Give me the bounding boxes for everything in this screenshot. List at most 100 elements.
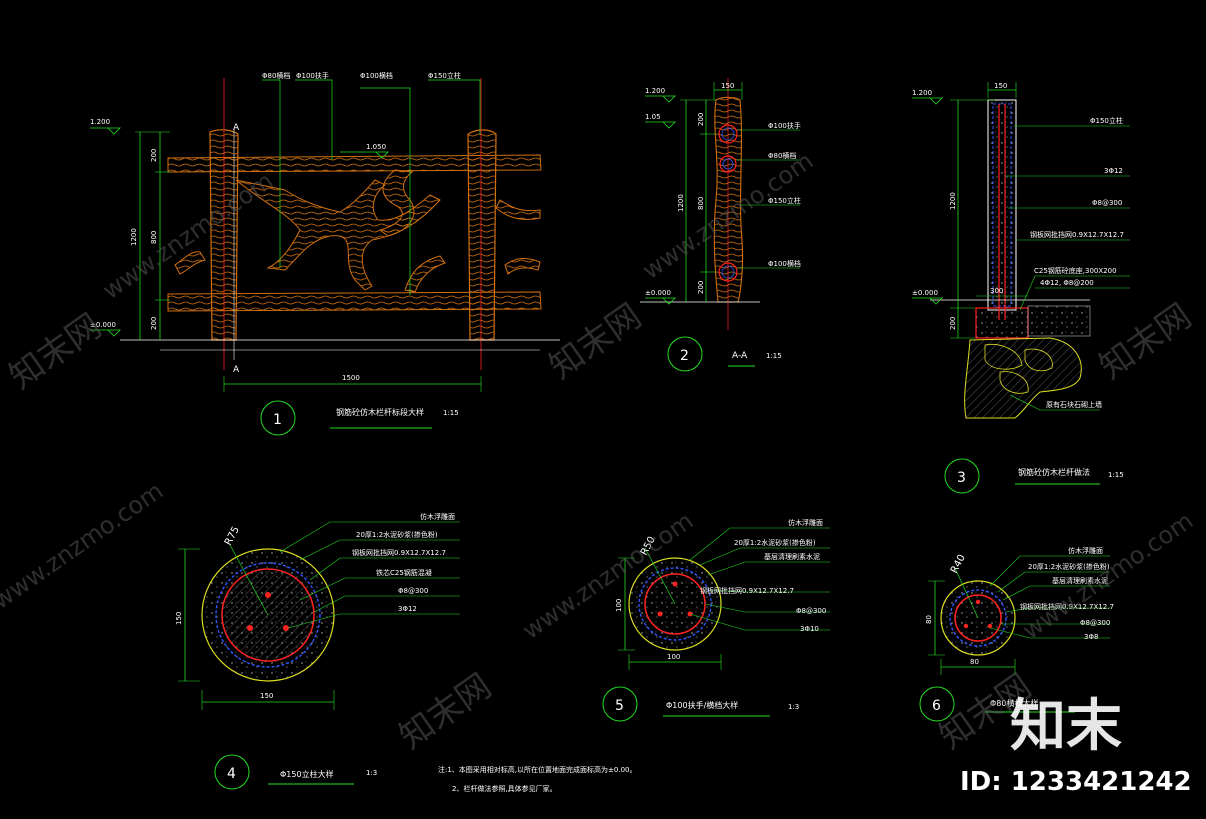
post-section — [713, 96, 744, 303]
dim-label: 200 — [150, 317, 158, 330]
dim-label: 800 — [150, 231, 158, 244]
dim-label: 200 — [150, 149, 158, 162]
note-line: 注:1、本图采用相对标高,以所在位置地面完成面标高为±0.00。 — [438, 765, 637, 774]
leader-label: Φ80横档 — [768, 151, 796, 160]
detail-scale: 1:3 — [366, 769, 377, 777]
level-label: 1.05 — [645, 113, 661, 121]
dim-label: 1500 — [342, 374, 360, 382]
detail-title: 钢筋砼仿木栏杆标段大样 — [336, 407, 424, 417]
detail-number-circle — [944, 458, 980, 494]
detail-title: Φ80横档大样 — [990, 698, 1038, 708]
note-line: 2、栏杆做法参照,具体参见厂家。 — [452, 784, 557, 793]
leader-label: 铁芯C25钢筋混凝 — [376, 568, 432, 577]
detail-number-circle — [919, 686, 955, 722]
detail-title: A-A — [732, 351, 748, 361]
level-label: 1.200 — [645, 87, 665, 95]
leader-label: Φ8@300 — [1092, 199, 1122, 207]
watermark-text: 知末网 — [392, 666, 498, 757]
radius-label: R75 — [223, 525, 242, 548]
watermark-layer: 知末网 www.znzmo.com 知末网 www.znzmo.com 知末网 … — [0, 147, 1199, 758]
leader-label: Φ150立柱 — [428, 71, 461, 80]
leader-label: Φ100横档 — [360, 71, 393, 80]
leader-label: 仿木浮雕面 — [420, 512, 455, 521]
branch-decoration — [504, 257, 541, 275]
detail-title: 钢筋砼仿木栏杆做法 — [1018, 467, 1090, 477]
watermark-brand: 知末 ID: 1233421242 — [960, 694, 1192, 797]
detail-number-circle — [260, 400, 296, 436]
detail-3-construction — [912, 82, 1130, 494]
leader-label: 基层清理刷素水泥 — [764, 552, 820, 561]
detail-title: Φ100扶手/横档大样 — [666, 700, 738, 710]
leader-label: 仿木浮雕面 — [788, 518, 823, 527]
leader-label: 钢板网批挡网0.9X12.7X12.7 — [1030, 230, 1124, 239]
detail-5-section — [602, 527, 830, 722]
leader-label: Φ8@300 — [796, 607, 826, 615]
watermark-id: ID: 1233421242 — [960, 767, 1192, 797]
branch-decoration — [404, 255, 446, 293]
level-label: ±0.000 — [912, 289, 938, 297]
leader-label: 20厚1:2水泥砂浆(掺色粉) — [1028, 562, 1110, 571]
detail-number-circle — [602, 686, 638, 722]
leader-label: Φ100扶手 — [296, 71, 329, 80]
section-mark: A — [233, 123, 240, 133]
watermark-text: www.znzmo.com — [0, 477, 168, 615]
detail-scale: 1:15 — [443, 409, 459, 417]
dim-label: 100 — [615, 599, 623, 612]
leader-label: 3Φ8 — [1084, 633, 1098, 641]
leader-label: 钢板网批挡网0.9X12.7X12.7 — [352, 548, 446, 557]
leader-label: 3Φ12 — [398, 605, 417, 613]
dim-label: 150 — [721, 82, 734, 90]
dim-label: 100 — [667, 653, 680, 661]
dim-label: 200 — [949, 317, 957, 330]
detail-number: 2 — [680, 348, 689, 364]
detail-scale: 1:15 — [1108, 471, 1124, 479]
dim-label: 150 — [260, 692, 273, 700]
footing — [975, 307, 1029, 339]
leader-label: 20厚1:2水泥砂浆(掺色粉) — [734, 538, 816, 547]
dim-label: 300 — [990, 287, 1003, 295]
leader-label: 基层清理刷素水泥 — [1052, 576, 1108, 585]
leader-label: 钢板网批挡网0.9X12.7X12.7 — [1020, 602, 1114, 611]
leader-label: Φ100扶手 — [768, 121, 801, 130]
branch-decoration — [174, 251, 206, 275]
post-right — [467, 129, 497, 341]
detail-6-section — [919, 555, 1110, 722]
leader-label: Φ8@300 — [398, 587, 428, 595]
leader-label: Φ8@300 — [1080, 619, 1110, 627]
branch-decoration — [378, 169, 415, 237]
leader-label: C25钢筋砼底座,300X200 — [1034, 266, 1117, 275]
dim-label: 150 — [994, 82, 1007, 90]
leader-label: 4Φ12, Φ8@200 — [1040, 279, 1094, 287]
dim-label: 200 — [697, 281, 705, 294]
leader-label: 3Φ10 — [800, 625, 819, 633]
detail-scale: 1:3 — [788, 703, 799, 711]
level-label: ±0.000 — [90, 321, 116, 329]
leader-label: Φ150立柱 — [1090, 116, 1123, 125]
detail-number: 6 — [932, 698, 941, 714]
dim-label: 80 — [925, 615, 933, 624]
top-rail — [167, 154, 542, 173]
dim-label: 200 — [697, 113, 705, 126]
radius-label: R40 — [949, 553, 968, 576]
leader-label: 钢板网批挡网0.9X12.7X12.7 — [700, 586, 794, 595]
watermark-logo: 知末 — [1010, 694, 1122, 759]
leader-label: Φ80横档 — [262, 71, 290, 80]
dim-label: 800 — [697, 197, 705, 210]
detail-title: Φ150立柱大样 — [280, 769, 334, 779]
dim-label: 150 — [175, 612, 183, 625]
level-label: 1.050 — [366, 143, 386, 151]
leader-label: 20厚1:2水泥砂浆(掺色粉) — [356, 530, 438, 539]
branch-decoration — [235, 179, 441, 291]
watermark-text: 知末网 — [1092, 296, 1198, 387]
detail-number: 3 — [957, 470, 966, 486]
branch-decoration — [495, 199, 541, 221]
dim-label: 1200 — [130, 228, 138, 246]
watermark-text: www.znzmo.com — [97, 167, 278, 305]
detail-number-circle — [214, 754, 250, 790]
watermark-text: 知末网 — [2, 306, 108, 397]
leader-label: Φ150立柱 — [768, 196, 801, 205]
dim-label: 80 — [970, 658, 979, 666]
level-label: 1.200 — [90, 118, 110, 126]
dim-label: 1200 — [677, 194, 685, 212]
